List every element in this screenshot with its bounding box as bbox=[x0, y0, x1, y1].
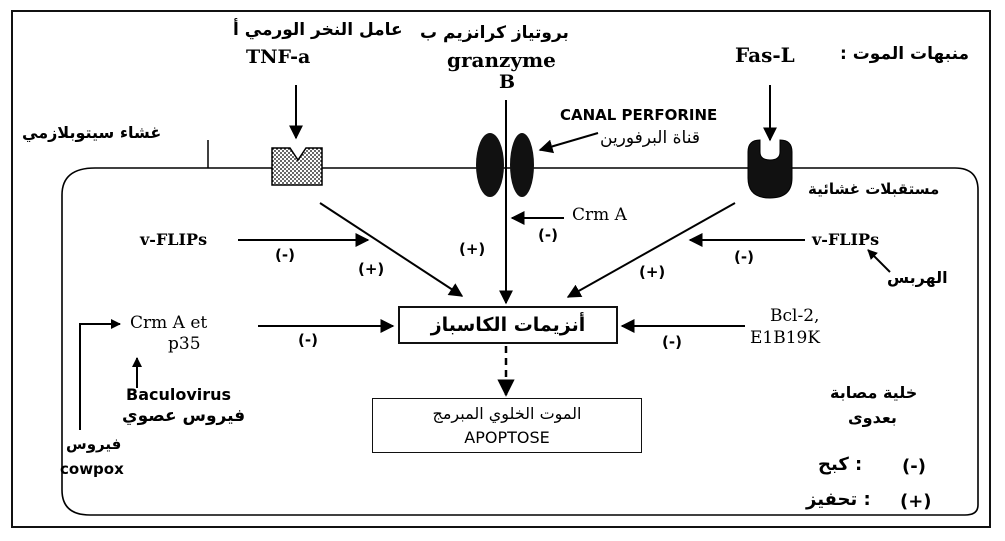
perforin-channel-left-icon bbox=[476, 133, 504, 197]
figure-frame bbox=[11, 10, 991, 528]
vflips-left-label: v-FLIPs bbox=[140, 230, 208, 249]
cell-membrane bbox=[61, 167, 979, 516]
apoptose-label: APOPTOSE bbox=[464, 428, 550, 447]
crma-p35-label-line1: Crm A et bbox=[130, 313, 208, 333]
sign-tnf: (+) bbox=[358, 260, 385, 278]
sign-vflips-right: (-) bbox=[734, 248, 754, 266]
crma-p35-label-line2: p35 bbox=[168, 334, 201, 354]
granzyme-label: granzyme bbox=[447, 48, 556, 72]
baculovirus-label-ar: فيروس عصوي bbox=[122, 406, 246, 426]
caspase-box: أنزيمات الكاسباز bbox=[398, 306, 618, 344]
vflips-right-label: v-FLIPs bbox=[812, 230, 880, 249]
bcl2-label-line2: E1B19K bbox=[750, 328, 821, 348]
sign-crma-p35: (-) bbox=[298, 331, 318, 349]
fas-to-caspase-arrow bbox=[566, 202, 736, 298]
baculovirus-label: Baculovirus bbox=[126, 385, 232, 404]
membrane-label: غشاء سيتوبلازمي bbox=[22, 123, 162, 142]
bcl2-label-line1: Bcl-2, bbox=[770, 306, 820, 326]
infected-cell-label-line1: خلية مصابة bbox=[830, 383, 918, 402]
sign-crma: (-) bbox=[538, 226, 558, 244]
granzyme-label-ar: بروتياز كرانزيم ب bbox=[420, 23, 569, 43]
receptors-label: مستقبلات غشائية bbox=[808, 180, 940, 198]
sign-fas: (+) bbox=[639, 263, 666, 281]
herpes-label: الهربس bbox=[887, 268, 948, 287]
tnf-label: TNF-a bbox=[246, 46, 311, 68]
legend-plus-label: : تحفيز bbox=[806, 489, 871, 510]
fas-receptor-icon bbox=[747, 139, 793, 199]
herpes-arrow bbox=[867, 249, 891, 273]
crma-label: Crm A bbox=[572, 205, 627, 225]
perforin-channel-right-icon bbox=[510, 133, 534, 197]
fas-label-ar: منبهات الموت : bbox=[840, 44, 970, 64]
cowpox-label-ar: فيروس bbox=[66, 435, 122, 453]
perforin-label: CANAL PERFORINE bbox=[560, 106, 718, 124]
legend-plus-key: (+) bbox=[900, 491, 932, 512]
fas-label: Fas-L bbox=[735, 43, 795, 67]
perforin-pointer-arrow bbox=[538, 132, 599, 154]
legend-minus-label: : كبح bbox=[818, 454, 863, 475]
granzyme-b-label: B bbox=[499, 71, 516, 93]
sign-granzyme: (+) bbox=[459, 240, 486, 258]
sign-vflips-left: (-) bbox=[275, 246, 295, 264]
apoptose-box: الموت الخلوي المبرمج APOPTOSE bbox=[372, 398, 642, 453]
cowpox-arrow bbox=[79, 319, 121, 430]
tnf-to-caspase-arrow bbox=[319, 202, 464, 297]
perforin-label-ar: قناة البرفورين bbox=[600, 128, 700, 148]
cowpox-label: cowpox bbox=[60, 460, 124, 478]
apoptose-label-ar: الموت الخلوي المبرمج bbox=[432, 404, 582, 423]
infected-cell-label-line2: بعدوى bbox=[848, 408, 897, 427]
sign-bcl2: (-) bbox=[662, 333, 682, 351]
tnf-receptor-icon bbox=[271, 147, 323, 186]
legend-minus-key: (-) bbox=[902, 456, 926, 477]
caspase-label: أنزيمات الكاسباز bbox=[430, 314, 586, 336]
tnf-label-ar: عامل النخر الورمي أ bbox=[233, 20, 403, 40]
